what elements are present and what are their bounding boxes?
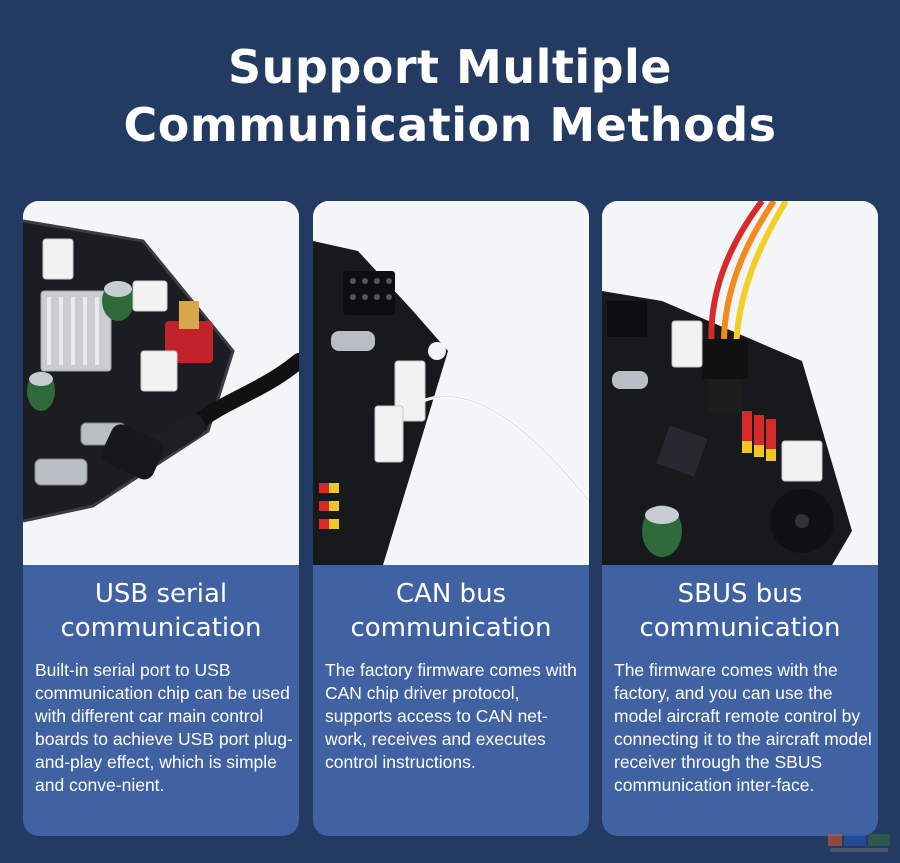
sbus-bus-card: SBUS bus communication The firmware come… [602,201,878,836]
page-headline: Support Multiple Communication Methods [0,38,900,154]
headline-line-2: Communication Methods [123,98,777,152]
card-title: CAN bus communication [313,577,589,645]
card-title: USB serial communication [23,577,299,645]
card-title-line-2: communication [350,613,552,643]
usb-board-photo [23,201,299,565]
card-title-line-2: communication [60,613,262,643]
can-board-photo [313,201,589,565]
card-description: The factory firmware comes with CAN chip… [325,660,577,772]
card-title: SBUS bus communication [602,577,878,645]
card-description: The firmware comes with the factory, and… [614,660,872,795]
usb-serial-card: USB serial communication Built-in serial… [23,201,299,836]
headline-line-1: Support Multiple [228,40,672,94]
card-title-line-1: CAN bus [395,579,507,609]
card-title-line-1: USB serial [94,579,228,609]
card-title-line-2: communication [639,613,841,643]
card-description: Built-in serial port to USB communicatio… [35,660,293,795]
can-bus-card: CAN bus communication The factory firmwa… [313,201,589,836]
card-title-line-1: SBUS bus [677,579,803,609]
watermark-logo [822,830,894,858]
sbus-board-photo [602,201,878,565]
